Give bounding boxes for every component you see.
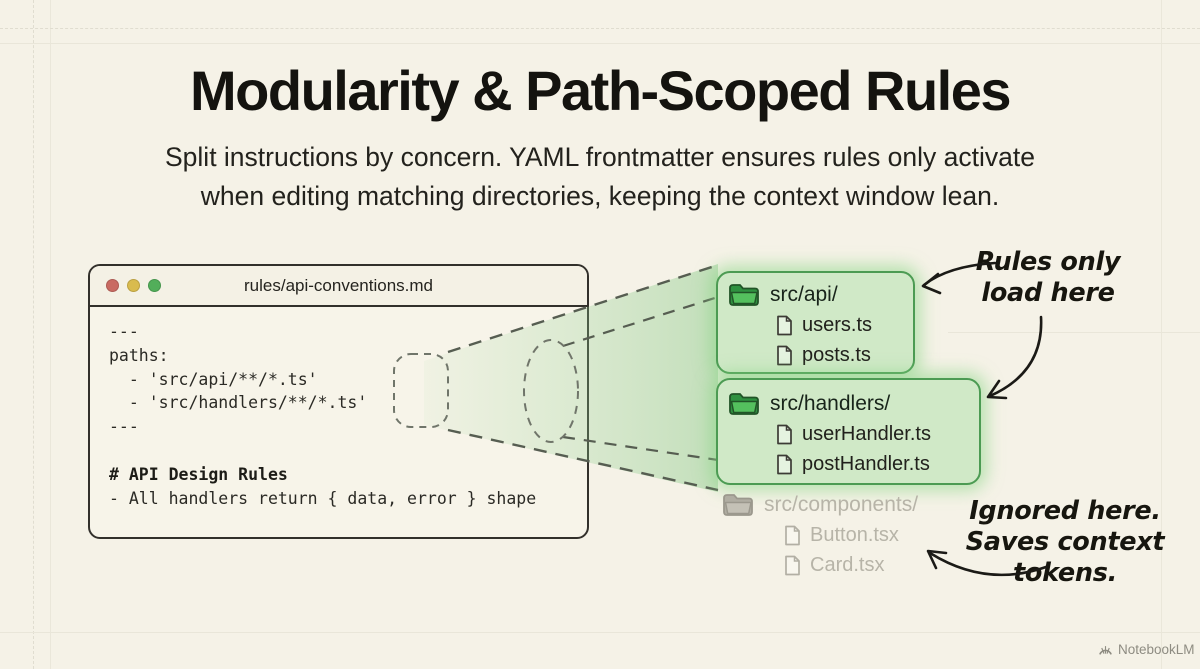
file-row: postHandler.ts xyxy=(776,449,969,479)
close-icon xyxy=(106,279,119,292)
editor-titlebar: rules/api-conventions.md xyxy=(90,266,587,307)
file-icon xyxy=(777,424,792,444)
file-name: userHandler.ts xyxy=(802,422,931,445)
grid-line xyxy=(0,43,1200,44)
file-name: users.ts xyxy=(802,313,873,336)
code-line: - 'src/handlers/**/*.ts' xyxy=(109,393,368,413)
file-name: posts.ts xyxy=(802,343,871,366)
grid-line xyxy=(948,332,1200,333)
watermark: NotebookLM xyxy=(1098,642,1195,657)
arrowhead xyxy=(926,549,948,570)
file-name: Button.tsx xyxy=(810,523,899,546)
watermark-label: NotebookLM xyxy=(1118,642,1195,657)
file-icon xyxy=(777,454,792,474)
code-line: paths: xyxy=(109,345,169,365)
grid-line xyxy=(0,28,1200,29)
page-title: Modularity & Path-Scoped Rules xyxy=(190,59,1012,122)
window-controls xyxy=(106,279,161,292)
subtitle-line: when editing matching directories, keepi… xyxy=(200,181,1000,211)
code-line: --- xyxy=(109,322,139,341)
page-subtitle: Split instructions by concern. YAML fron… xyxy=(0,138,1200,216)
annotation-rules-load: Rules only load here xyxy=(948,247,1148,309)
code-line xyxy=(109,439,587,463)
code-block: --- paths: - 'src/api/**/*.ts' - 'src/ha… xyxy=(90,307,587,510)
file-icon xyxy=(785,555,800,575)
arrowhead xyxy=(921,272,942,295)
folder-group-api: src/api/ users.ts posts.ts xyxy=(716,271,915,374)
folder-icon xyxy=(723,493,753,516)
file-icon xyxy=(777,315,792,335)
file-row: users.ts xyxy=(776,310,903,340)
file-row: posts.ts xyxy=(776,340,903,370)
folder-name: src/api/ xyxy=(770,282,838,306)
annotation-line: Saves context xyxy=(965,527,1165,557)
code-line: - All handlers return { data, error } sh… xyxy=(109,488,537,508)
subtitle-line: Split instructions by concern. YAML fron… xyxy=(165,142,1035,172)
code-line: # API Design Rules xyxy=(109,464,288,484)
annotation-ignored: Ignored here. Saves context tokens. xyxy=(955,496,1175,589)
folder-row: src/handlers/ xyxy=(728,388,969,419)
annotation-line: Rules only xyxy=(975,247,1121,277)
maximize-icon xyxy=(148,279,161,292)
folder-name: src/components/ xyxy=(764,492,919,516)
arrow-to-handlers xyxy=(988,315,1043,398)
file-name: Card.tsx xyxy=(810,553,885,576)
folder-name: src/handlers/ xyxy=(770,391,891,415)
notebooklm-logo-icon xyxy=(1099,646,1112,655)
annotation-line: load here xyxy=(981,278,1115,308)
file-row: userHandler.ts xyxy=(776,419,969,449)
folder-group-handlers: src/handlers/ userHandler.ts postHandler… xyxy=(716,378,981,485)
grid-line xyxy=(0,632,1200,633)
annotation-line: Ignored here. xyxy=(969,496,1161,526)
code-line: - 'src/api/**/*.ts' xyxy=(109,369,318,389)
folder-group-components: src/components/ Button.tsx Card.tsx xyxy=(722,489,918,580)
folder-row: src/api/ xyxy=(728,279,903,310)
file-icon xyxy=(777,345,792,365)
folder-row: src/components/ xyxy=(722,489,918,520)
editor-window: rules/api-conventions.md --- paths: - 's… xyxy=(88,264,589,539)
file-icon xyxy=(785,525,800,545)
arrowhead xyxy=(986,379,1008,400)
editor-filename: rules/api-conventions.md xyxy=(244,276,433,295)
folder-icon xyxy=(729,392,759,415)
code-line: --- xyxy=(109,417,139,437)
annotation-line: tokens. xyxy=(1013,558,1117,588)
minimize-icon xyxy=(127,279,140,292)
file-row: Button.tsx xyxy=(784,520,918,550)
folder-icon xyxy=(729,283,759,306)
file-name: postHandler.ts xyxy=(802,452,930,475)
file-row: Card.tsx xyxy=(784,550,918,580)
